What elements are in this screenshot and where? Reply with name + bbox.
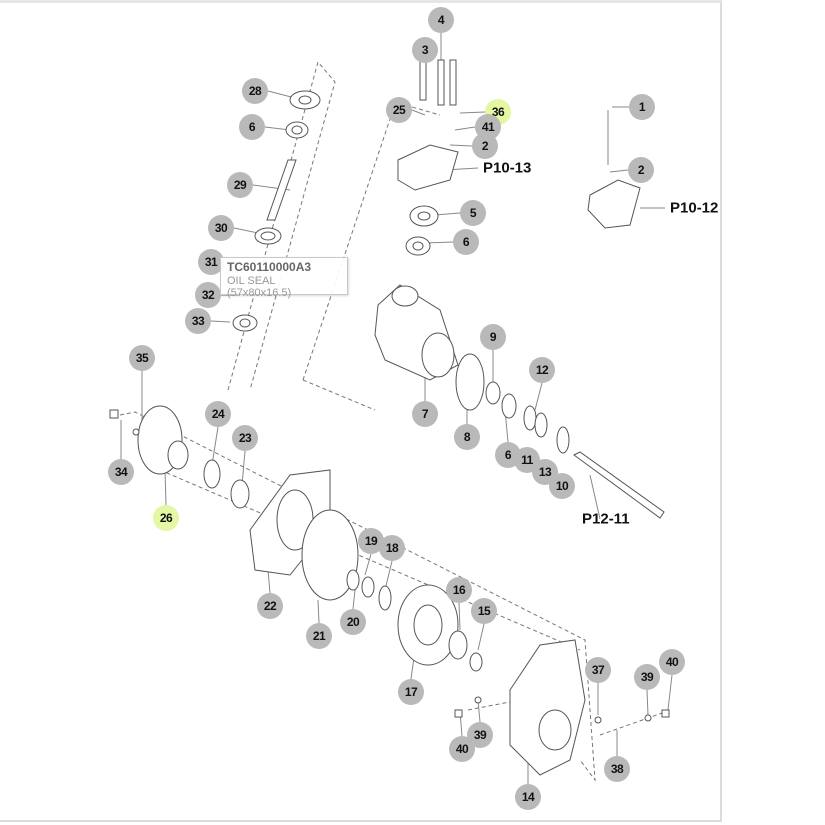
callout-20[interactable]: 20: [340, 609, 366, 635]
callout-23[interactable]: 23: [232, 425, 258, 451]
tooltip-description: OIL SEAL (57x80x16.5): [227, 275, 292, 299]
callout-25[interactable]: 25: [386, 97, 412, 123]
callout-22[interactable]: 22: [257, 593, 283, 619]
callout-17[interactable]: 17: [398, 679, 424, 705]
callout-24[interactable]: 24: [205, 401, 231, 427]
ref-p10-13[interactable]: P10-13: [483, 159, 532, 177]
callout-16[interactable]: 16: [446, 577, 472, 603]
callout-2[interactable]: 2: [628, 157, 654, 183]
callout-6[interactable]: 6: [239, 114, 265, 140]
callout-33[interactable]: 33: [185, 308, 211, 334]
callout-8[interactable]: 8: [454, 424, 480, 450]
ref-p12-11[interactable]: P12-11: [582, 510, 630, 528]
callout-9[interactable]: 9: [480, 324, 506, 350]
callout-35[interactable]: 35: [129, 345, 155, 371]
callout-31[interactable]: 31: [198, 249, 224, 275]
callout-29[interactable]: 29: [227, 172, 253, 198]
callout-4[interactable]: 4: [428, 7, 454, 33]
part-tooltip: TC60110000A3 OIL SEAL (57x80x16.5): [220, 257, 348, 299]
callout-38[interactable]: 38: [604, 756, 630, 782]
callout-21[interactable]: 21: [306, 623, 332, 649]
callout-14[interactable]: 14: [515, 784, 541, 810]
callout-10[interactable]: 10: [549, 473, 575, 499]
callout-40[interactable]: 40: [659, 649, 685, 675]
callout-28[interactable]: 28: [242, 78, 268, 104]
parts: [109, 59, 670, 776]
callout-39[interactable]: 39: [634, 664, 660, 690]
callout-39[interactable]: 39: [467, 722, 493, 748]
callout-26[interactable]: 26: [153, 505, 179, 531]
assembly-guides: [119, 60, 666, 782]
callout-5[interactable]: 5: [460, 200, 486, 226]
callout-30[interactable]: 30: [208, 215, 234, 241]
callout-7[interactable]: 7: [412, 401, 438, 427]
callout-34[interactable]: 34: [108, 459, 134, 485]
diagram-frame: [0, 0, 722, 822]
tooltip-part-number: TC60110000A3: [227, 260, 312, 274]
callout-3[interactable]: 3: [412, 37, 438, 63]
callout-32[interactable]: 32: [195, 282, 221, 308]
ref-p10-12[interactable]: P10-12: [670, 199, 719, 217]
callout-15[interactable]: 15: [471, 598, 497, 624]
callout-2[interactable]: 2: [472, 133, 498, 159]
callout-6[interactable]: 6: [453, 229, 479, 255]
callout-12[interactable]: 12: [529, 357, 555, 383]
callout-37[interactable]: 37: [585, 657, 611, 683]
callout-18[interactable]: 18: [379, 535, 405, 561]
callout-1[interactable]: 1: [629, 94, 655, 120]
